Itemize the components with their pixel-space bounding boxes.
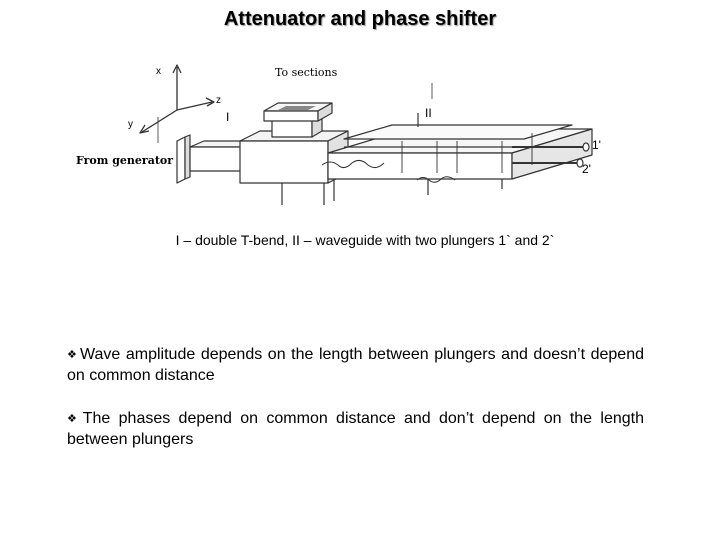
waveguide-diagram: x y z To sections From generator I II 1'… xyxy=(72,55,612,215)
axis-y-label: y xyxy=(128,119,133,130)
axes-icon xyxy=(139,64,215,134)
to-sections-label: To sections xyxy=(275,66,338,79)
bullet-item: ❖The phases depend on common distance an… xyxy=(67,408,644,450)
plunger-waveguide xyxy=(321,83,593,195)
bullet-item: ❖Wave amplitude depends on the length be… xyxy=(67,344,644,386)
diamond-bullet-icon: ❖ xyxy=(67,412,81,425)
from-generator-label: From generator xyxy=(76,154,174,167)
double-t-bend xyxy=(239,102,349,205)
slide-title: Attenuator and phase shifter xyxy=(223,8,497,30)
bullet-text: Wave amplitude depends on the length bet… xyxy=(67,346,644,384)
part-ii-label: II xyxy=(425,106,432,120)
diamond-bullet-icon: ❖ xyxy=(67,348,78,361)
waveguide-drawing xyxy=(139,64,593,205)
generator-flange xyxy=(176,134,191,184)
part-i-label: I xyxy=(226,110,230,124)
plunger-2-label: 2' xyxy=(582,162,591,176)
axis-x-label: x xyxy=(156,66,161,77)
plunger-1-label: 1' xyxy=(592,138,601,152)
bullet-text: The phases depend on common distance and… xyxy=(67,410,644,448)
figure-caption: I – double T-bend, II – waveguide with t… xyxy=(175,232,555,248)
axis-z-label: z xyxy=(216,95,221,106)
